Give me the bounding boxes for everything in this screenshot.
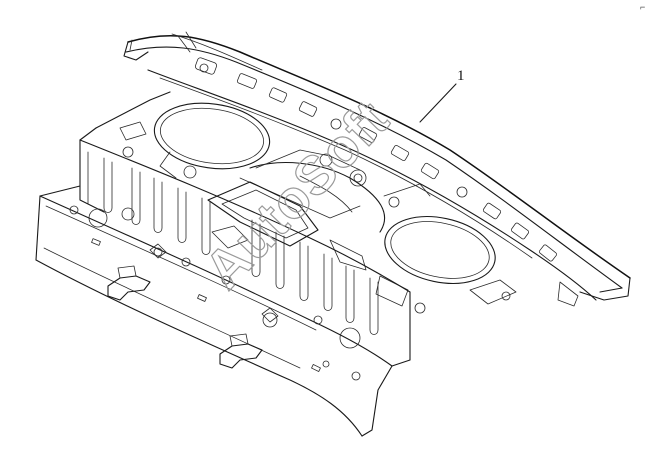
front-wall-ribs <box>103 157 379 335</box>
corner-mark: ⌐ <box>640 2 645 12</box>
rail-slots <box>194 57 557 262</box>
leader-line <box>419 83 457 123</box>
callout-1: 1 <box>419 68 465 123</box>
rear-parcel-shelf-panel <box>35 31 631 437</box>
callout-label: 1 <box>457 68 465 84</box>
tie-down-hooks <box>107 265 263 369</box>
